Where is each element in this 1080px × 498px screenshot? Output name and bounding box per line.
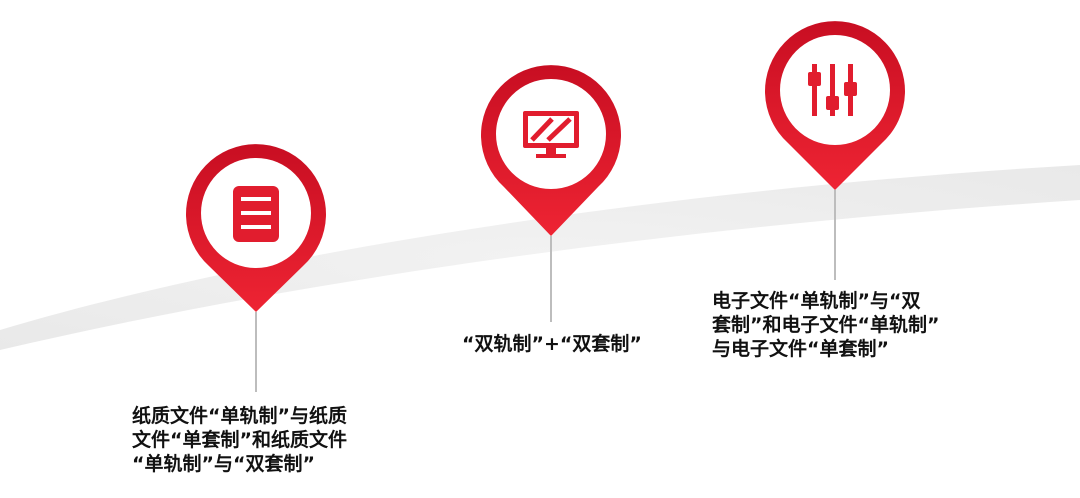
milestone-label-3: 电子文件“单轨制”与“双 套制”和电子文件“单轨制” 与电子文件“单套制”: [712, 290, 940, 360]
sliders-icon: [808, 64, 857, 116]
milestone-pin-2: [481, 65, 621, 322]
milestone-pin-3: [765, 21, 905, 280]
monitor-icon: [523, 111, 579, 158]
background-swoosh: [0, 165, 1080, 350]
milestone-pin-1: [185, 144, 326, 392]
milestone-label-1: 纸质文件“单轨制”与纸质 文件“单套制”和纸质文件 “单轨制”与“双套制”: [132, 405, 347, 475]
document-icon: [233, 186, 279, 242]
milestone-label-2: “双轨制”+“双套制”: [462, 333, 642, 355]
